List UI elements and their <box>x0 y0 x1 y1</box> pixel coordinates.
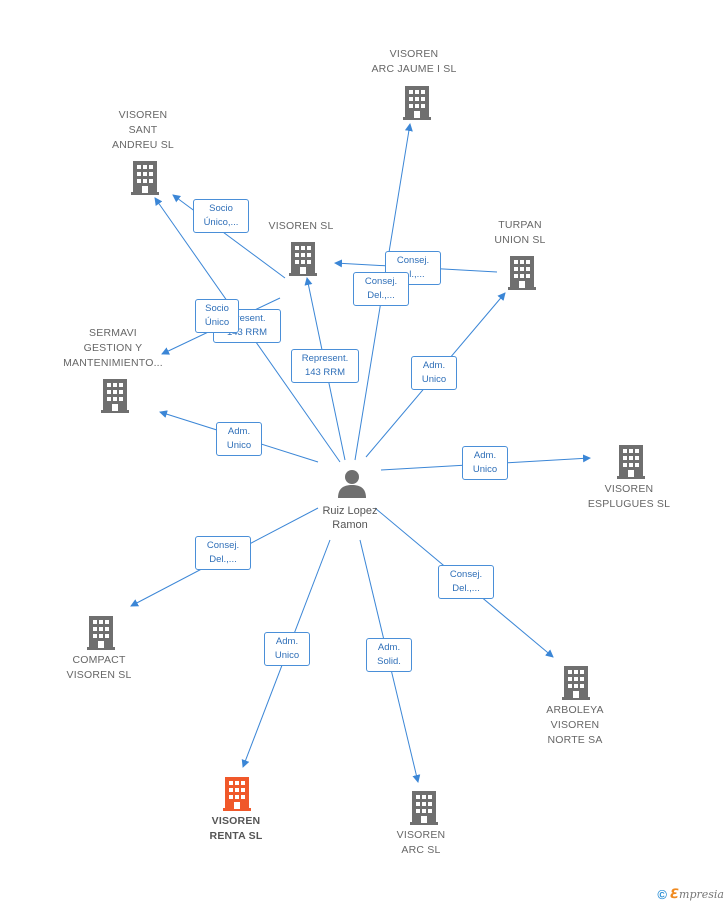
node-label-sant-andreu[interactable]: VISOREN SANT ANDREU SL <box>112 109 174 151</box>
edge-label-adm-sermavi: Adm. Unico <box>216 422 262 456</box>
node-label-visoren-sl[interactable]: VISOREN SL <box>268 220 334 232</box>
building-icon[interactable] <box>85 614 117 650</box>
node-label-esplugues[interactable]: VISOREN ESPLUGUES SL <box>587 483 671 510</box>
edge-label-consej-compact: Consej. Del.,... <box>195 536 251 570</box>
edge-label-consej-turpan: Consej. ...l.,... <box>385 251 441 285</box>
edge-label-adm-renta: Adm. Unico <box>264 632 310 666</box>
building-icon[interactable] <box>99 377 131 413</box>
node-label-sermavi[interactable]: SERMAVI GESTION Y MANTENIMIENTO... <box>63 327 163 369</box>
copyright-icon: © <box>657 886 667 902</box>
node-label-renta[interactable]: VISOREN RENTA SL <box>209 815 263 842</box>
person-icon[interactable] <box>336 468 368 500</box>
node-label-turpan[interactable]: TURPAN UNION SL <box>494 219 546 246</box>
node-label-compact[interactable]: COMPACT VISOREN SL <box>66 654 132 681</box>
edge-label-adm-turpan: Adm. Unico <box>411 356 457 390</box>
edge-label-consej-arboleya: Consej. Del.,... <box>438 565 494 599</box>
edge-label-represent-2: Represent. 143 RRM <box>291 349 359 383</box>
node-label-arc-jaume[interactable]: VISOREN ARC JAUME I SL <box>371 48 457 75</box>
edge-label-socio-unico-2: Socio Único <box>195 299 239 333</box>
building-icon[interactable] <box>129 159 161 195</box>
building-icon[interactable] <box>287 240 319 276</box>
edge-label-adm-esplugues: Adm. Unico <box>462 446 508 480</box>
brand-name: mpresia <box>679 888 724 901</box>
edge-label-socio-unico-1: Socio Único,... <box>193 199 249 233</box>
edge-sant-andreu <box>172 194 286 279</box>
brand-logo-e: ℇ <box>669 886 680 901</box>
building-icon-highlight[interactable] <box>221 775 253 811</box>
edge-label-consej-arcjaume: Consej. Del.,... <box>353 272 409 306</box>
node-label-arboleya[interactable]: ARBOLEYA VISOREN NORTE SA <box>546 704 604 746</box>
node-label-arc[interactable]: VISOREN ARC SL <box>396 829 446 856</box>
building-icon[interactable] <box>615 443 647 479</box>
building-icon[interactable] <box>408 789 440 825</box>
edge-label-adm-arc: Adm. Solid. <box>366 638 412 672</box>
building-icon[interactable] <box>401 84 433 120</box>
building-icon[interactable] <box>560 664 592 700</box>
building-icon[interactable] <box>506 254 538 290</box>
brand-footer: © ℇmpresia <box>657 886 724 902</box>
center-person-label[interactable]: Ruiz Lopez Ramon <box>322 505 378 531</box>
